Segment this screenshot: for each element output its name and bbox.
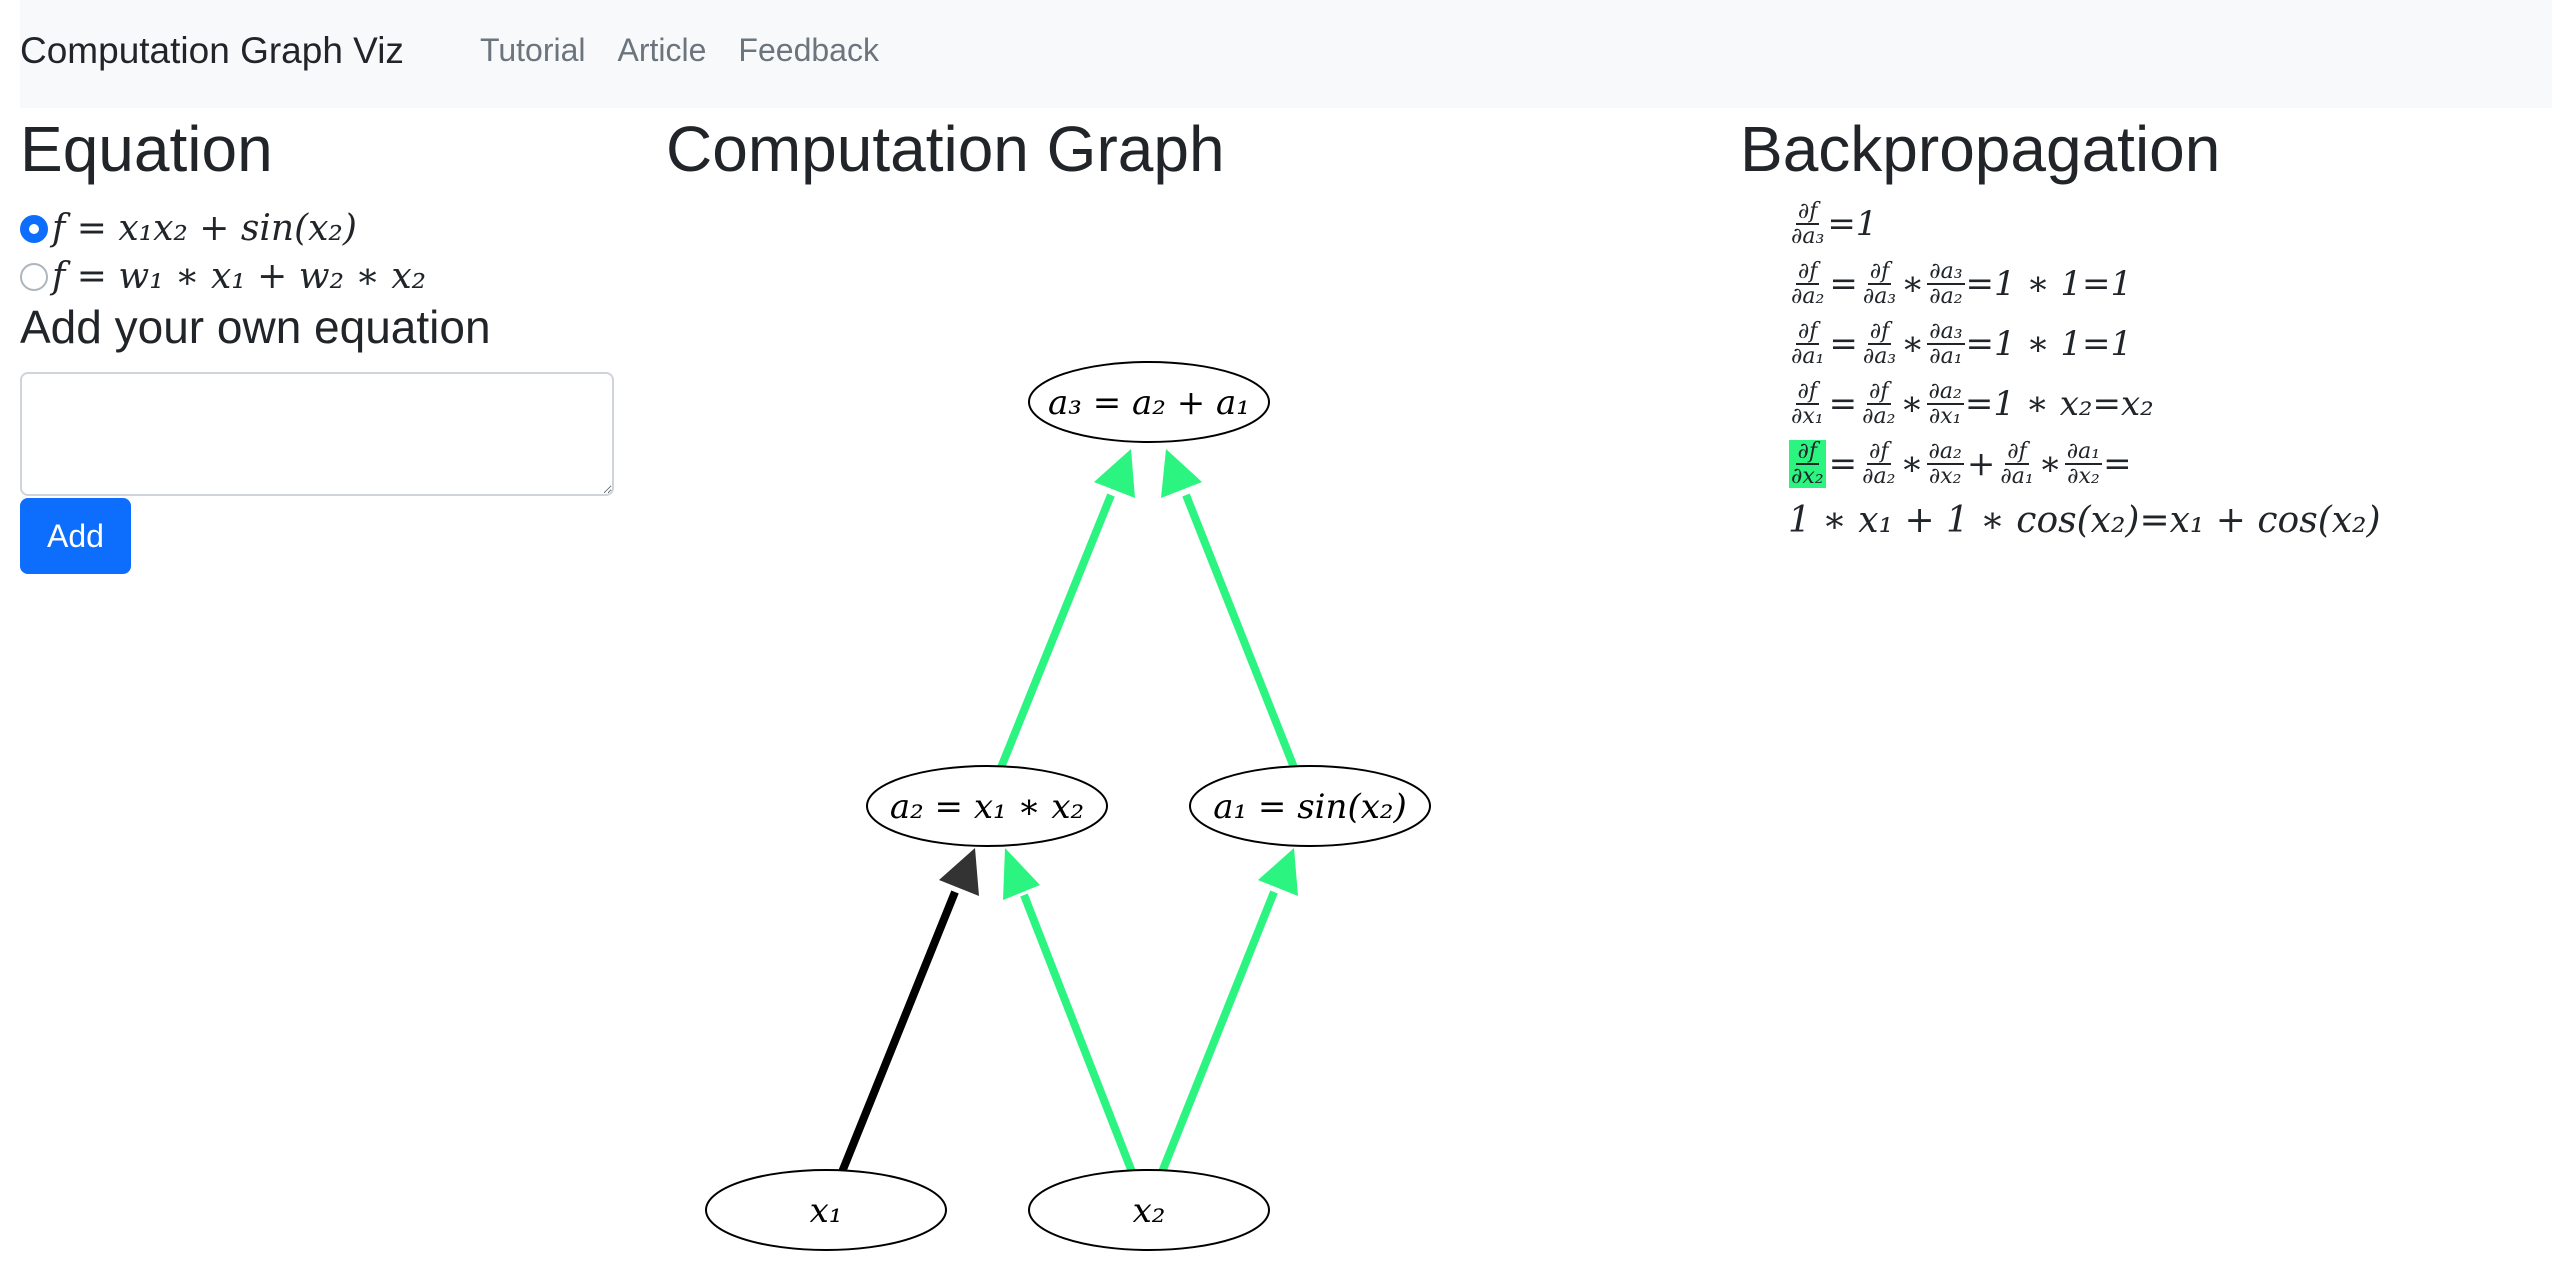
backprop-line-4-result: =1 ∗ x₂=x₂ [1964,384,2154,425]
nav-links: Tutorial Article Feedback [480,32,879,69]
graph-title: Computation Graph [666,113,1225,185]
fraction: ∂f∂a₂ [1791,259,1825,310]
node-a2[interactable]: a₂ = x₁ ∗ x₂ [866,765,1108,847]
backprop-title: Backpropagation [1740,113,2221,185]
fraction: ∂a₁∂x₂ [2064,439,2103,490]
backprop-line-2-result: =1 ∗ 1=1 [1965,264,2133,305]
fraction: ∂a₂∂x₁ [1926,379,1964,430]
radio-button-unselected[interactable] [20,262,48,291]
backprop-line-2: ∂f∂a₂ = ∂f∂a₃ ∗ ∂a₃∂a₂ =1 ∗ 1=1 [1791,259,2133,310]
node-x2[interactable]: x₂ [1028,1169,1270,1251]
edge-x2-a1 [1158,890,1278,1174]
node-a1-label: a₁ = sin(x₂) [1213,787,1407,827]
edge-x2-a2 [1020,893,1136,1174]
edge-a2-a3 [996,493,1115,772]
custom-equation-title: Add your own equation [20,301,491,353]
graph-nodes: a₃ = a₂ + a₁ a₂ = x₁ ∗ x₂ a₁ = sin(x₂) x… [705,361,1431,1251]
fraction: ∂f∂a₃ [1862,319,1897,370]
backprop-line-1-result: =1 [1827,204,1878,245]
fraction: ∂f∂a₁ [1791,319,1825,370]
fraction: ∂a₃∂a₁ [1927,319,1965,370]
edge-x1-a2 [838,890,959,1174]
fraction: ∂f∂x₁ [1791,379,1824,430]
add-button[interactable]: Add [20,498,131,574]
equation-option-2-label: f = w₁ ∗ x₁ + w₂ ∗ x₂ [52,256,427,297]
backprop-line-3-result: =1 ∗ 1=1 [1965,324,2133,365]
nav-link-tutorial[interactable]: Tutorial [480,32,586,68]
fraction: ∂a₂∂x₂ [1926,439,1964,490]
navbar: Computation Graph Viz Tutorial Article F… [20,0,2552,108]
fraction: ∂a₃∂a₂ [1927,259,1965,310]
node-x2-label: x₂ [1133,1191,1166,1231]
highlighted-fraction: ∂f∂x₂ [1789,439,1826,490]
radio-button-selected[interactable] [20,214,48,243]
equation-option-1-label: f = x₁x₂ + sin(x₂) [52,208,357,249]
fraction: ∂f∂a₃ [1862,259,1897,310]
nav-link-feedback[interactable]: Feedback [738,32,879,68]
fraction: ∂f∂a₂ [1862,379,1896,430]
fraction: ∂f∂a₃ [1791,199,1825,250]
custom-equation-input[interactable] [20,372,614,496]
node-a3[interactable]: a₃ = a₂ + a₁ [1028,361,1270,443]
arrowhead-x2-a1 [1258,848,1298,896]
fraction: ∂f∂a₁ [2000,439,2034,490]
fraction: ∂f∂a₂ [1862,439,1896,490]
node-x1[interactable]: x₁ [705,1169,947,1251]
arrowhead-x1-a2 [939,848,979,896]
graph-edges [838,449,1299,1174]
backprop-tail-expression: 1 ∗ x₁ + 1 ∗ cos(x₂)=x₁ + cos(x₂) [1788,500,2381,541]
arrowhead-x2-a2 [1003,848,1040,900]
node-a2-label: a₂ = x₁ ∗ x₂ [890,787,1084,827]
node-a1[interactable]: a₁ = sin(x₂) [1189,765,1431,847]
node-x1-label: x₁ [810,1191,843,1231]
arrowhead-a2-a3 [1094,449,1135,498]
backprop-line-4: ∂f∂x₁ = ∂f∂a₂ ∗ ∂a₂∂x₁ =1 ∗ x₂=x₂ [1791,379,2154,430]
equation-title: Equation [20,113,273,185]
backprop-line-5-result: = [2103,444,2132,485]
equation-option-2[interactable]: f = w₁ ∗ x₁ + w₂ ∗ x₂ [20,256,426,297]
nav-link-article[interactable]: Article [617,32,707,68]
equation-option-1[interactable]: f = x₁x₂ + sin(x₂) [20,208,357,249]
backprop-line-3: ∂f∂a₁ = ∂f∂a₃ ∗ ∂a₃∂a₁ =1 ∗ 1=1 [1791,319,2133,370]
backprop-line-5: ∂f∂x₂ = ∂f∂a₂ ∗ ∂a₂∂x₂ + ∂f∂a₁ ∗ ∂a₁∂x₂ … [1789,439,2132,490]
backprop-line-1: ∂f∂a₃ =1 [1788,200,1877,248]
edge-a1-a3 [1182,493,1299,772]
brand-title[interactable]: Computation Graph Viz [20,30,404,71]
node-a3-label: a₃ = a₂ + a₁ [1048,383,1250,423]
arrowhead-a1-a3 [1161,449,1202,498]
